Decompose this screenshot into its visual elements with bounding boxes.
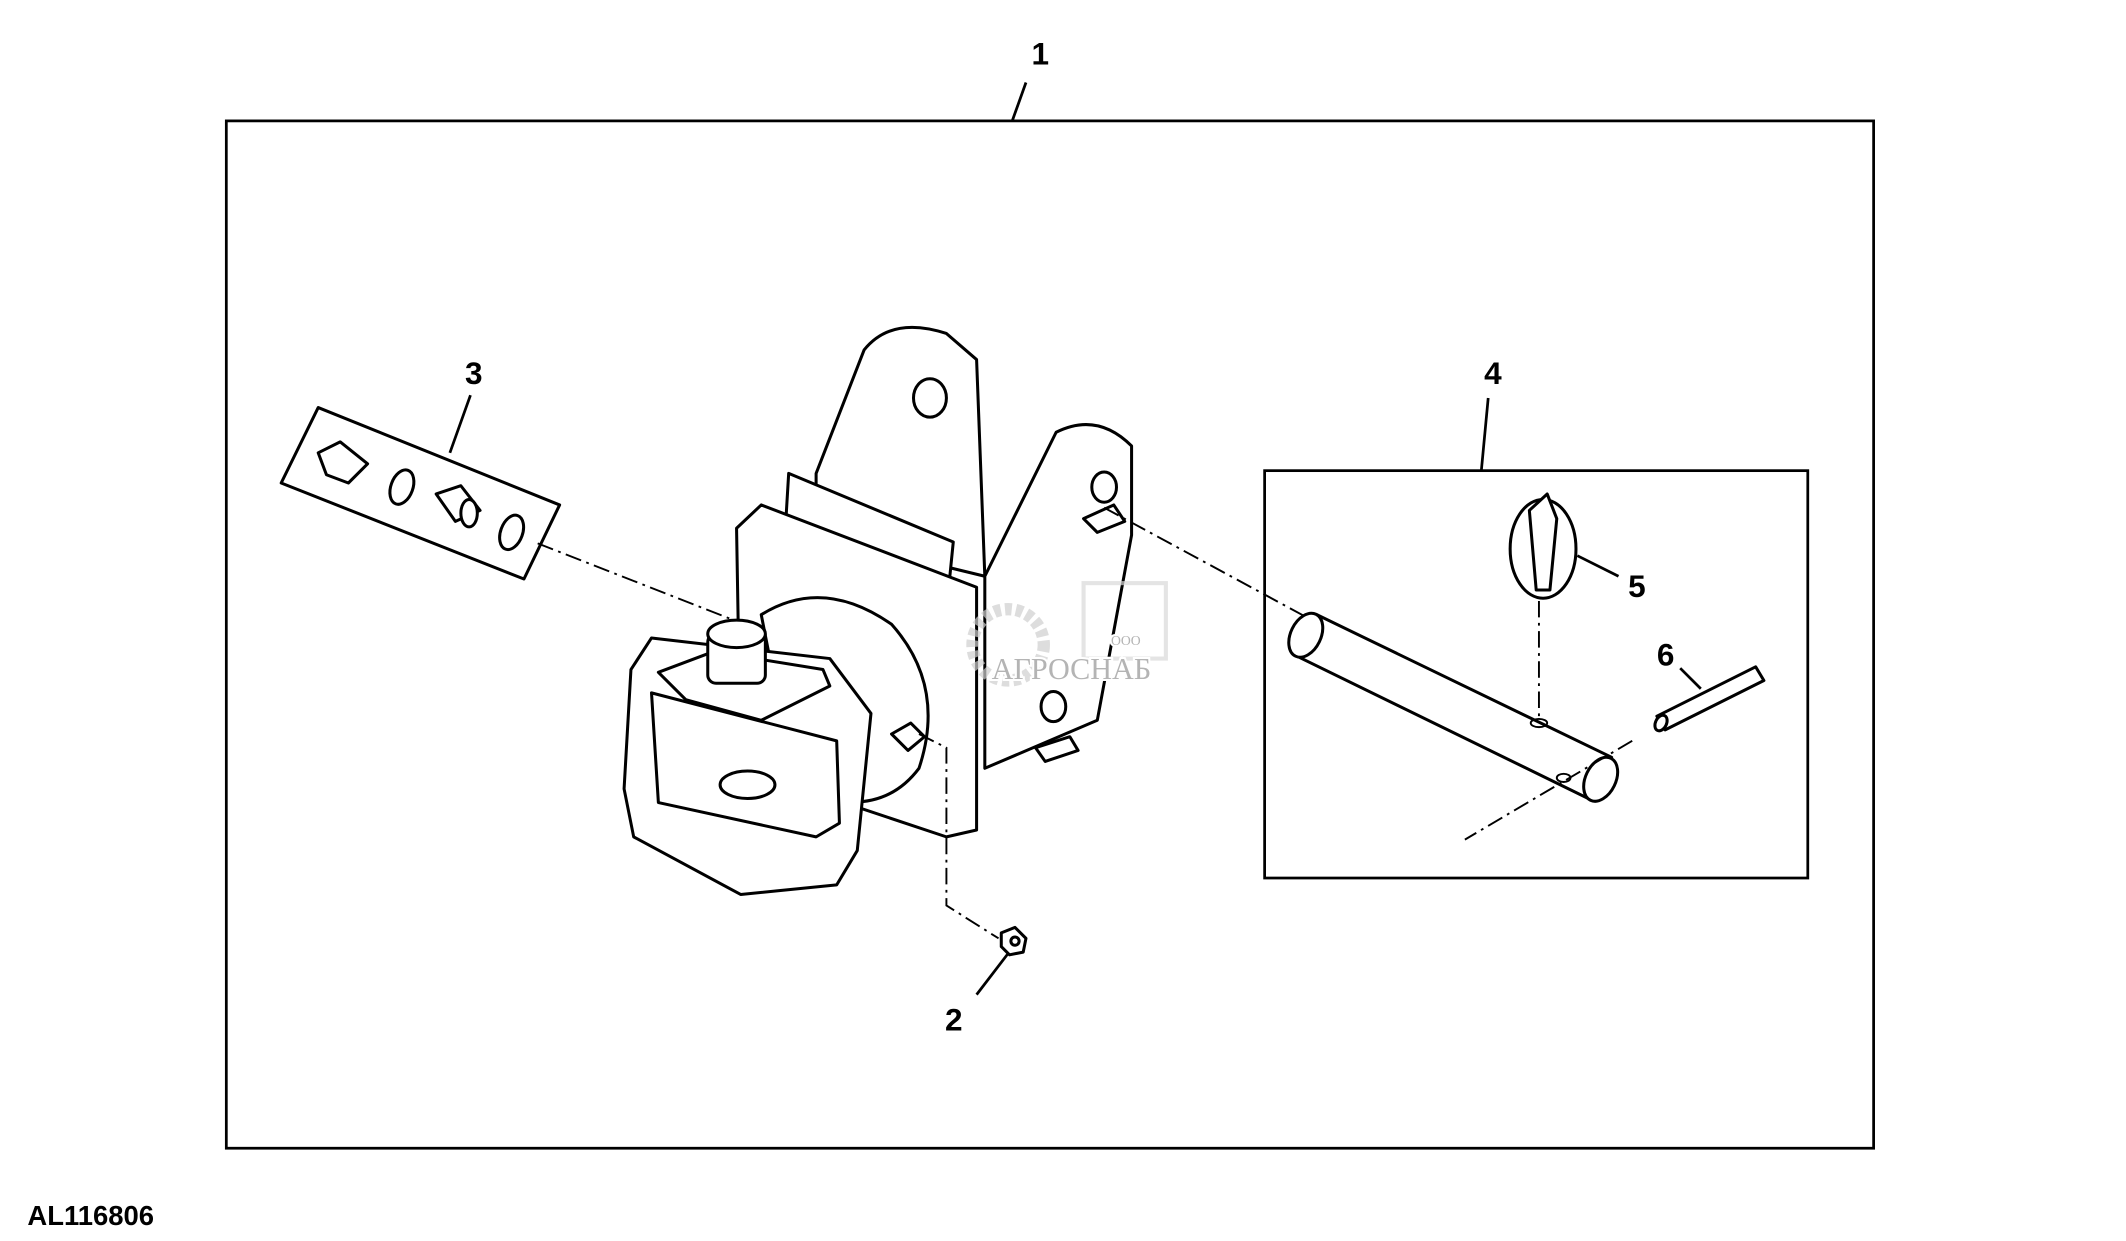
part-6-roll-pin	[1653, 665, 1766, 733]
part-5-linch-pin	[1508, 492, 1578, 600]
part-3-seal-kit	[279, 406, 562, 581]
kit-box-1	[224, 119, 1875, 1150]
svg-text:АГРОСНАБ: АГРОСНАБ	[992, 652, 1151, 686]
centerline-2	[918, 733, 1000, 940]
centerline-6	[1464, 740, 1633, 841]
callout-1: 1	[1031, 36, 1049, 72]
leader-1	[1010, 82, 1028, 122]
callout-6: 6	[1657, 636, 1675, 672]
centerline-pin	[1103, 506, 1320, 626]
leader-4	[1479, 397, 1490, 471]
leader-5	[1576, 554, 1620, 578]
callout-4: 4	[1484, 355, 1502, 391]
part-2-grease-fitting	[999, 925, 1028, 957]
callout-2: 2	[945, 1001, 963, 1037]
leader-2	[975, 952, 1010, 996]
leader-3	[448, 394, 472, 454]
callout-3: 3	[465, 355, 483, 391]
figure-id: AL116806	[27, 1200, 154, 1231]
leader-6	[1679, 667, 1702, 690]
callout-5: 5	[1628, 568, 1646, 604]
svg-text:ООО: ООО	[1111, 633, 1141, 648]
centerline-3	[537, 542, 735, 622]
watermark-logo: ООО АГРОСНАБ	[966, 581, 1168, 688]
part-4-pin	[1287, 611, 1620, 803]
part-1-hitch-assembly	[622, 325, 1134, 896]
kit-box-4	[1263, 469, 1810, 880]
